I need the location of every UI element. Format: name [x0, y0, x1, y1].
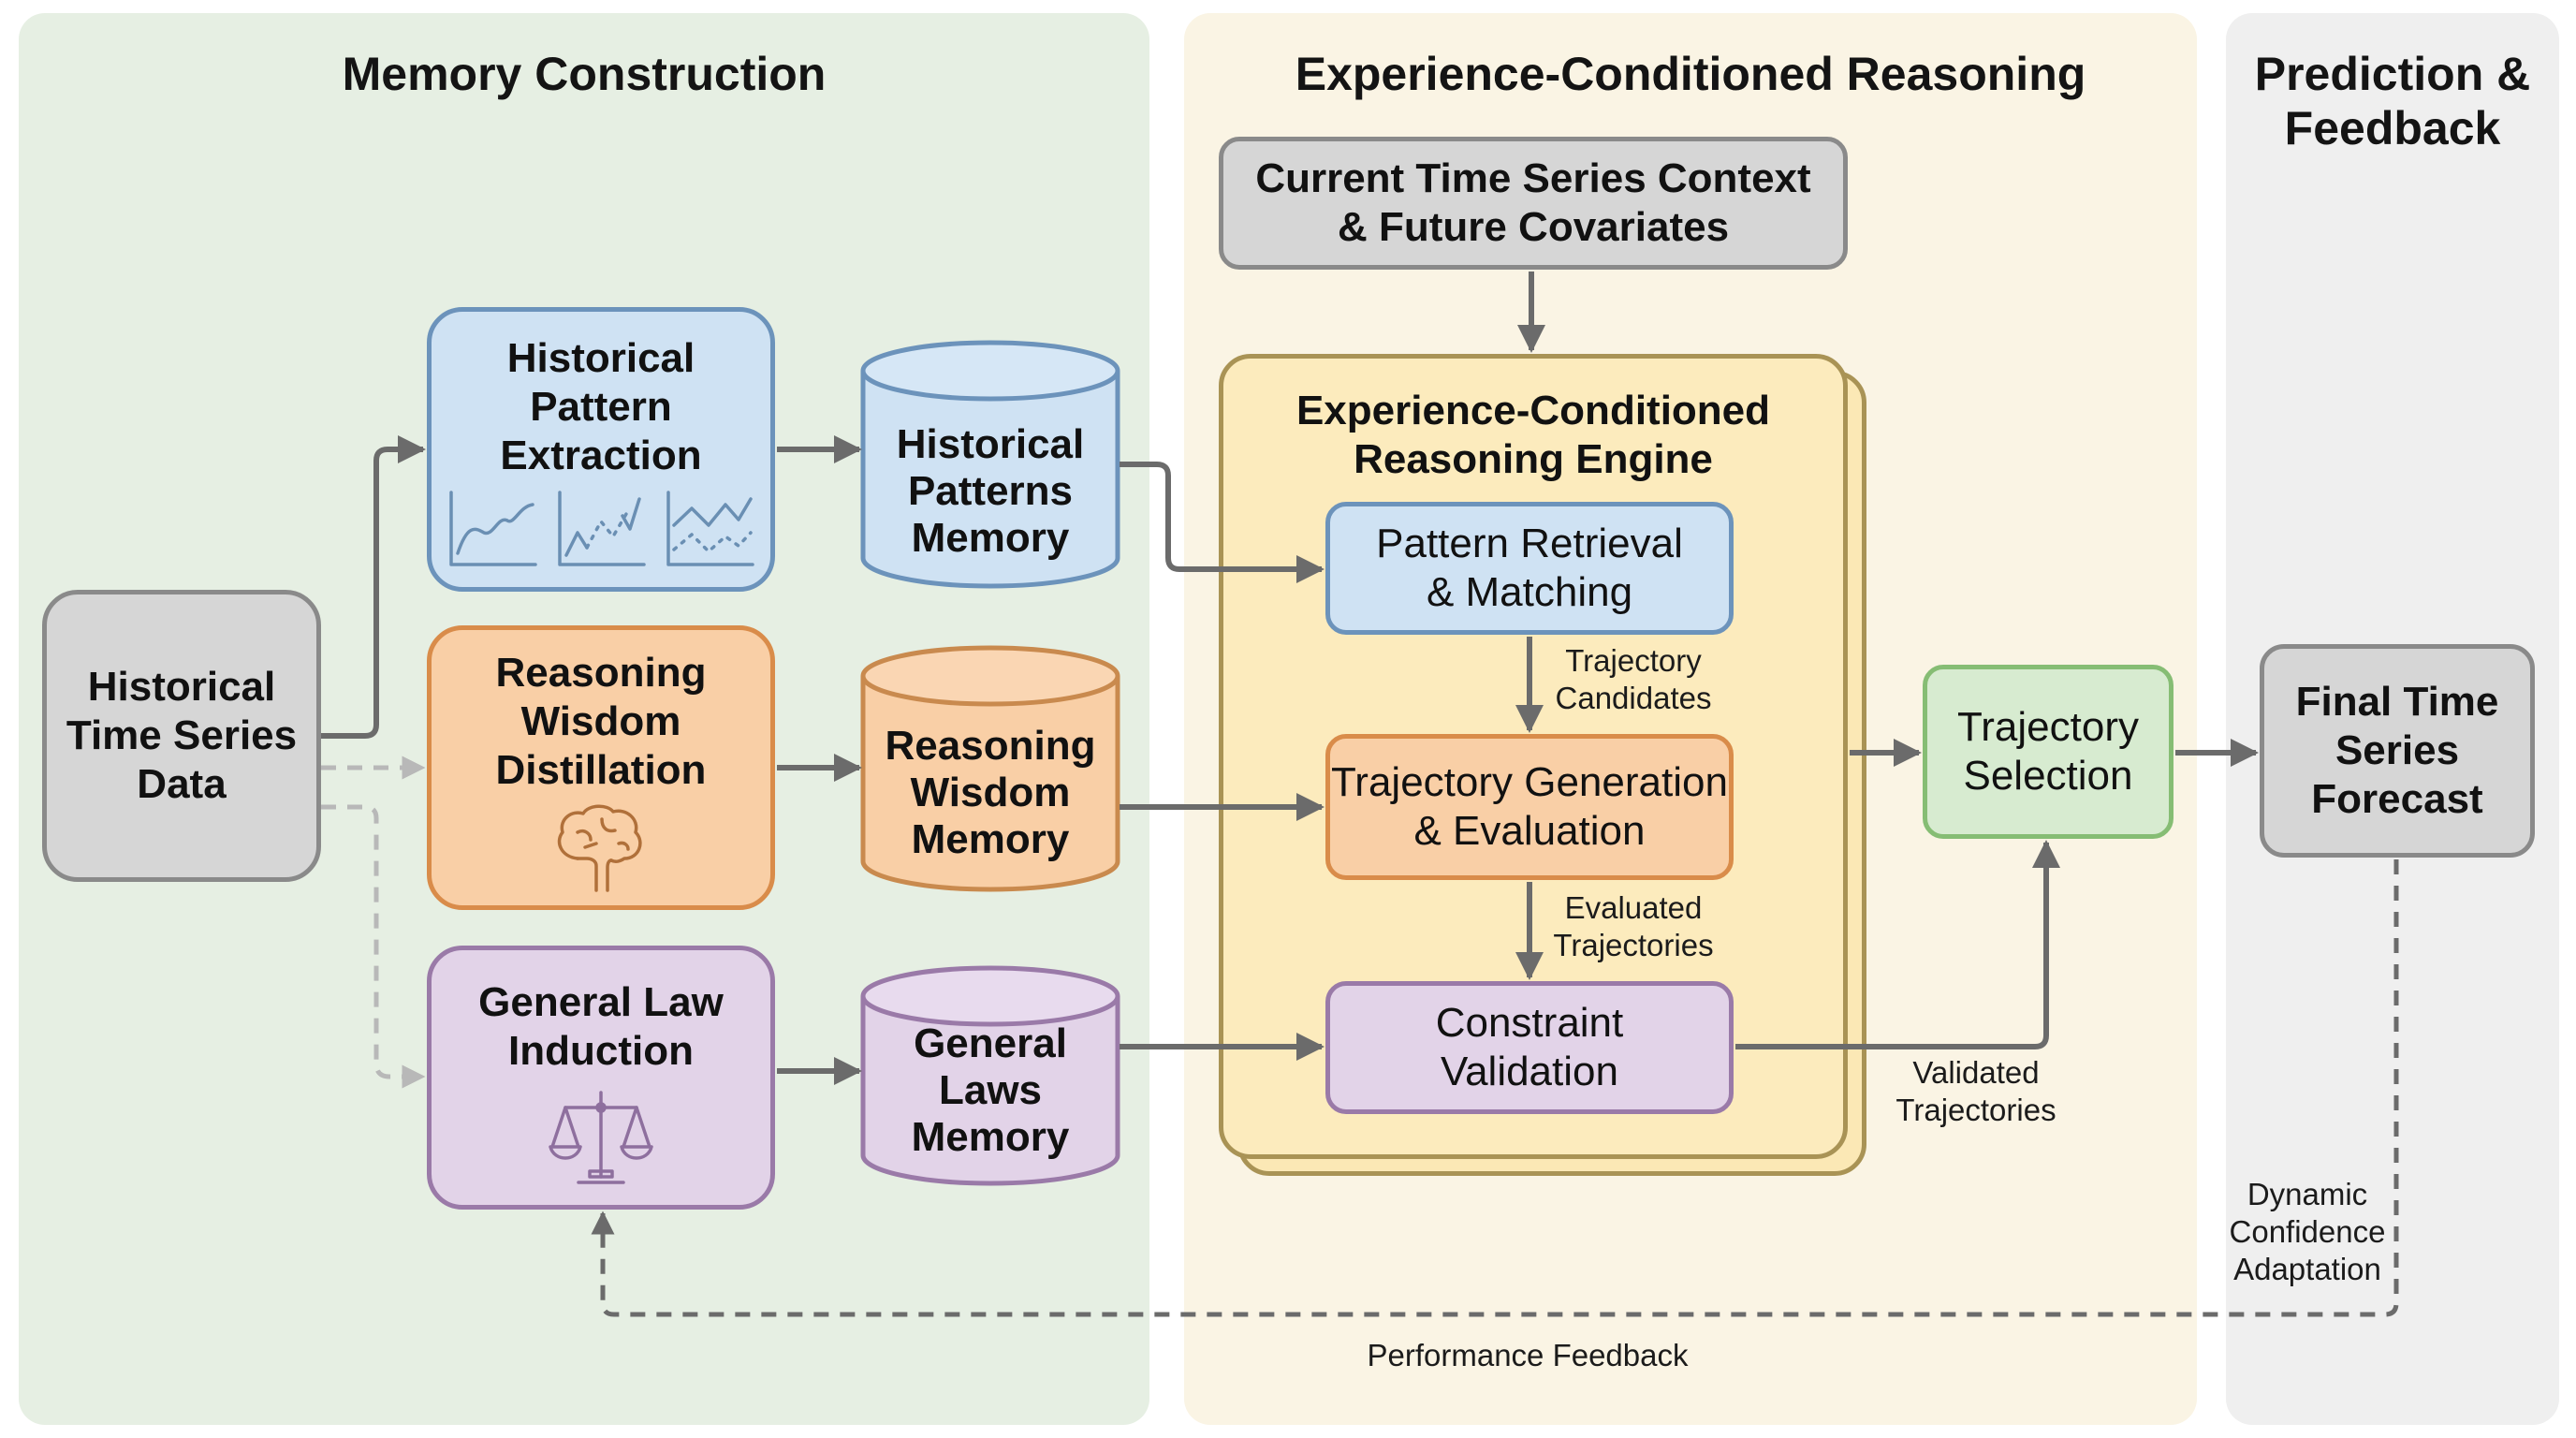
- node-label: Trajectory Generation & Evaluation: [1331, 759, 1728, 854]
- panel-title-memory: Memory Construction: [342, 48, 827, 100]
- node-label: Historical Pattern Extraction: [500, 335, 702, 478]
- node-label: Historical Time Series Data: [66, 664, 298, 807]
- node-pattern-extraction[interactable]: Historical Pattern Extraction: [427, 307, 775, 592]
- brain-icon: [557, 804, 642, 892]
- scales-icon: [549, 1091, 653, 1184]
- node-wisdom-distillation[interactable]: Reasoning Wisdom Distillation: [427, 625, 775, 910]
- label-dynamic-confidence: Dynamic Confidence Adaptation: [2229, 1177, 2386, 1286]
- node-trajectory-selection[interactable]: Trajectory Selection: [1923, 665, 2174, 839]
- node-final-forecast[interactable]: Final Time Series Forecast: [2260, 644, 2535, 858]
- node-label: Reasoning Wisdom Distillation: [495, 650, 707, 793]
- node-constraint-validation[interactable]: Constraint Validation: [1325, 981, 1734, 1114]
- node-current-context[interactable]: Current Time Series Context & Future Cov…: [1219, 137, 1848, 270]
- engine-title: Experience-Conditioned Reasoning Engine: [1295, 388, 1771, 482]
- node-trajectory-generation[interactable]: Trajectory Generation & Evaluation: [1325, 734, 1734, 880]
- node-law-induction[interactable]: General Law Induction: [427, 946, 775, 1210]
- node-label: Final Time Series Forecast: [2295, 679, 2499, 822]
- label-performance-feedback: Performance Feedback: [1367, 1338, 1689, 1372]
- node-label: Constraint Validation: [1435, 1000, 1624, 1094]
- panel-title-prediction: Prediction & Feedback: [2254, 48, 2531, 154]
- node-historical-data[interactable]: Historical Time Series Data: [42, 590, 321, 882]
- node-patterns-memory[interactable]: Historical Patterns Memory: [896, 421, 1085, 561]
- label-evaluated-trajectories: Evaluated Trajectories: [1553, 890, 1714, 962]
- node-pattern-retrieval[interactable]: Pattern Retrieval & Matching: [1325, 502, 1734, 635]
- line-charts-icon: [449, 491, 754, 566]
- node-wisdom-memory[interactable]: Reasoning Wisdom Memory: [885, 723, 1096, 862]
- node-laws-memory[interactable]: General Laws Memory: [911, 1020, 1070, 1160]
- node-label: General Law Induction: [478, 979, 724, 1074]
- node-label: Pattern Retrieval & Matching: [1376, 521, 1683, 615]
- node-label: Current Time Series Context & Future Cov…: [1255, 155, 1811, 250]
- label-validated-trajectories: Validated Trajectories: [1895, 1055, 2056, 1127]
- panel-title-reasoning: Experience-Conditioned Reasoning: [1295, 48, 2086, 100]
- node-label: Trajectory Selection: [1957, 704, 2139, 799]
- label-trajectory-candidates: Trajectory Candidates: [1555, 643, 1712, 715]
